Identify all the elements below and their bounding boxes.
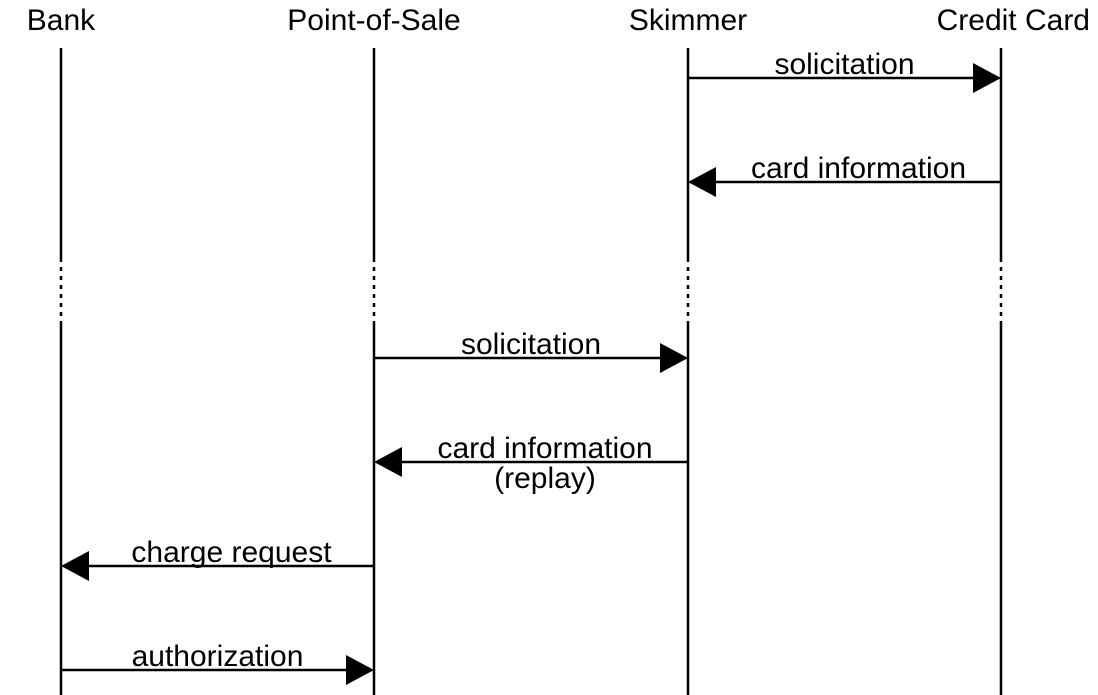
message-label: charge request bbox=[131, 536, 332, 569]
participant-skimmer: Skimmer bbox=[629, 4, 747, 37]
message-label: solicitation bbox=[774, 48, 914, 81]
message-3: solicitation bbox=[374, 328, 688, 373]
message-label: card information bbox=[437, 432, 652, 465]
message-arrowhead bbox=[973, 63, 1001, 93]
message-label: solicitation bbox=[461, 328, 601, 361]
message-4: card information(replay) bbox=[374, 432, 688, 495]
participant-point-of-sale: Point-of-Sale bbox=[287, 4, 460, 37]
message-1: solicitation bbox=[688, 48, 1001, 93]
participant-credit-card: Credit Card bbox=[937, 4, 1090, 37]
messages: solicitation card information solicitation… bbox=[61, 48, 1001, 685]
message-5: charge request bbox=[61, 536, 374, 581]
message-label: authorization bbox=[132, 640, 304, 673]
message-label: (replay) bbox=[494, 462, 596, 495]
message-arrowhead bbox=[346, 655, 374, 685]
participant-bank: Bank bbox=[27, 4, 96, 37]
message-label: card information bbox=[751, 152, 966, 185]
message-2: card information bbox=[688, 152, 1001, 197]
message-arrowhead bbox=[61, 551, 89, 581]
message-6: authorization bbox=[61, 640, 374, 685]
message-arrowhead bbox=[374, 447, 402, 477]
lifelines bbox=[59, 48, 1003, 695]
participant-headers: Bank Point-of-Sale Skimmer Credit Card bbox=[27, 4, 1090, 37]
message-arrowhead bbox=[660, 343, 688, 373]
message-arrowhead bbox=[688, 167, 716, 197]
